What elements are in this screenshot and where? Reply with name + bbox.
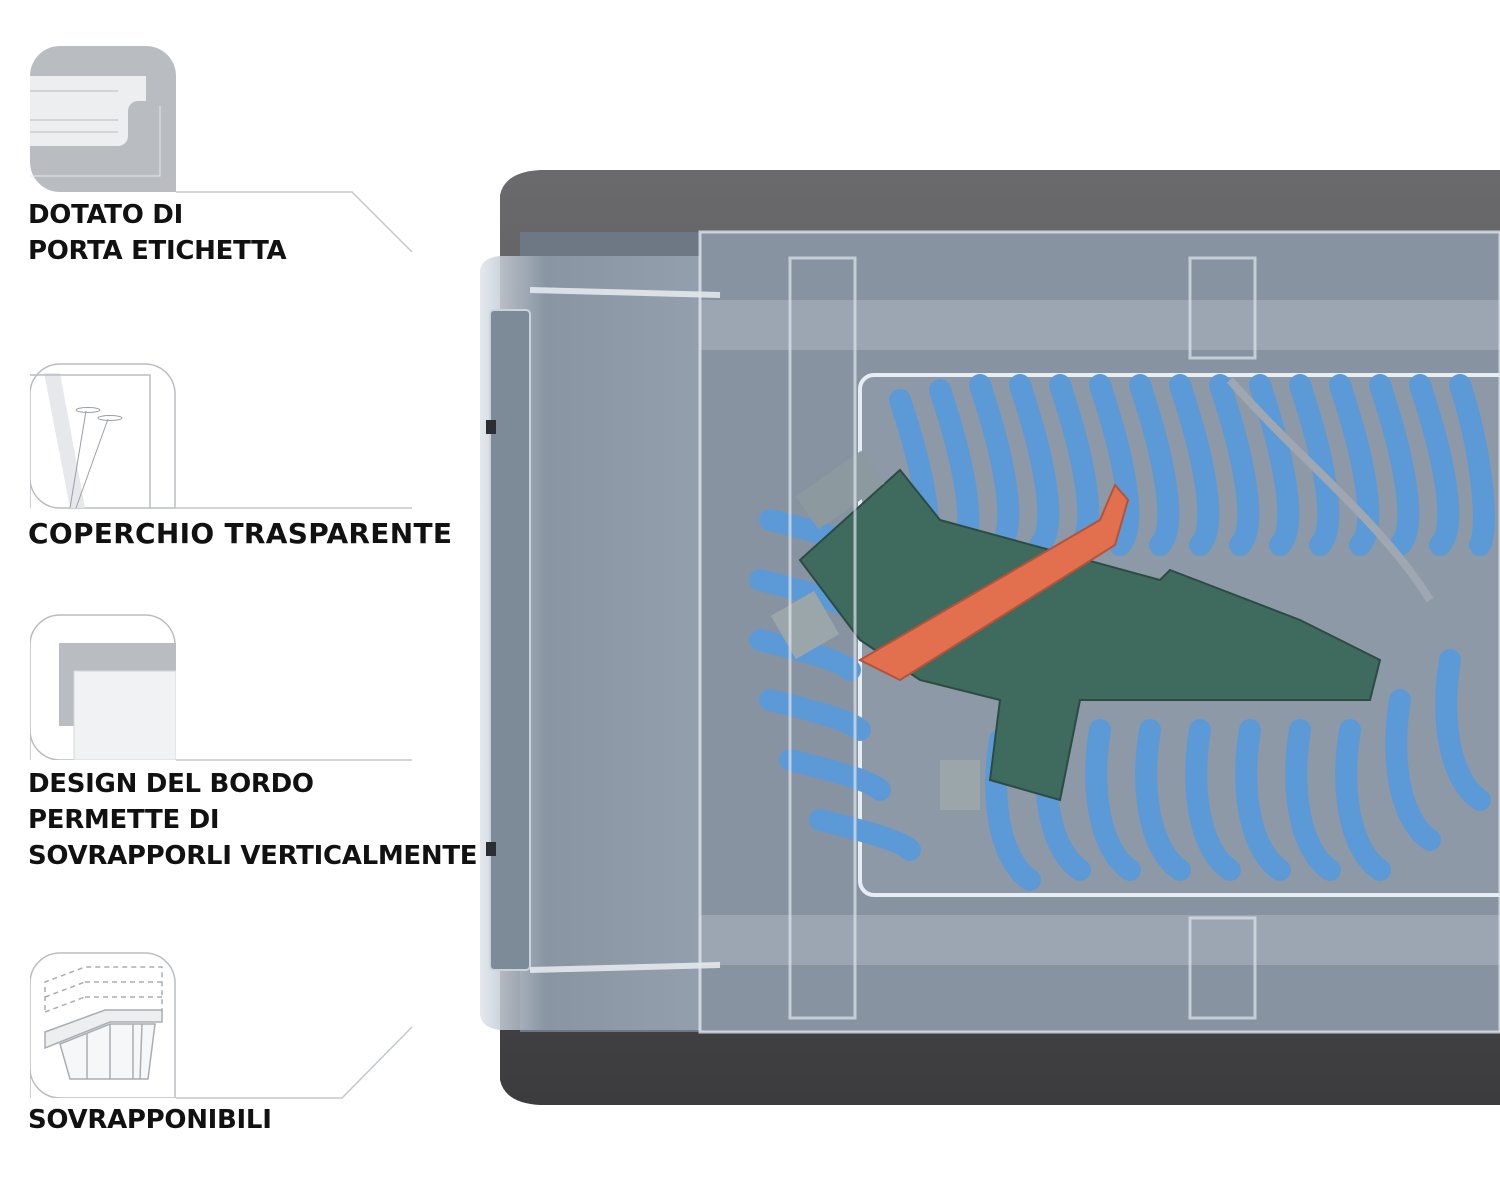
feature-line: COPERCHIO TRASPARENTE — [28, 517, 453, 550]
product-image-storage-box — [480, 170, 1500, 1105]
stackable-icon — [29, 952, 176, 1099]
feature-line: SOVRAPPORLI VERTICALMENTE — [28, 841, 478, 871]
spray-gun — [770, 450, 1382, 810]
transparent-lid-icon — [29, 363, 176, 509]
feature-line: DOTATO DI — [28, 200, 183, 230]
feature-transparent-lid-text: COPERCHIO TRASPARENTE — [28, 516, 452, 552]
feature-line: PORTA ETICHETTA — [28, 236, 287, 266]
feature-edge-design-text: DESIGN DEL BORDO PERMETTE DI SOVRAPPORLI… — [28, 766, 478, 874]
feature-stackable-text: SOVRAPPONIBILI — [28, 1102, 272, 1138]
label-holder-icon — [30, 46, 176, 192]
feature-line: PERMETTE DI — [28, 805, 220, 835]
feature-line: SOVRAPPONIBILI — [28, 1105, 272, 1135]
callout-lines — [176, 191, 413, 1099]
transparent-lid — [480, 256, 700, 1030]
edge-design-icon — [29, 614, 177, 761]
orange-trigger — [857, 483, 1130, 682]
feature-line: DESIGN DEL BORDO — [28, 769, 314, 799]
feature-label-holder-text: DOTATO DI PORTA ETICHETTA — [28, 197, 287, 269]
